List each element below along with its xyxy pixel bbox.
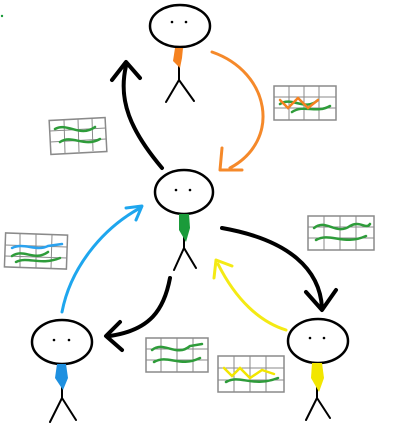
arrow-center-to-left [108, 276, 172, 338]
chart-middle-left-grid [4, 234, 68, 270]
chart-bottom-center-line [150, 342, 204, 364]
chart-middle-left-line-blue [10, 242, 64, 250]
figure-top-eye-left [170, 20, 174, 24]
chart-upper-right-line-orange [278, 96, 320, 110]
figure-top-head [148, 3, 212, 49]
chart-middle-right [307, 215, 375, 251]
chart-middle-left-line-green [10, 250, 62, 264]
figure-left-eye-right [67, 338, 71, 342]
figure-center [153, 168, 215, 271]
arrowhead-top-to-center [218, 146, 244, 172]
figure-left-tie [55, 364, 68, 390]
arrowhead-left-to-center [124, 204, 144, 222]
arrowhead-center-to-top [110, 60, 142, 82]
figure-right [286, 317, 350, 421]
figure-right-tie [311, 363, 324, 392]
arrowhead-right-to-center [212, 258, 234, 280]
arrowhead-center-to-right [304, 288, 338, 312]
chart-upper-right [273, 85, 337, 121]
chart-bottom-right [217, 355, 285, 393]
figure-right-eye-left [308, 336, 312, 340]
figure-center-eye-right [188, 188, 192, 192]
arrow-top-to-center [210, 50, 265, 170]
chart-upper-left [48, 116, 108, 156]
figure-top [148, 3, 212, 103]
chart-bottom-right-line-green [224, 376, 280, 384]
corner-dot [0, 14, 4, 18]
chart-bottom-right-line-yellow [222, 366, 276, 380]
figure-center-tie [179, 214, 190, 242]
figure-left-eye-left [52, 338, 56, 342]
figure-center-eye-left [174, 188, 178, 192]
chart-middle-left [3, 232, 69, 270]
arrows [60, 50, 338, 352]
arrow-left-to-center [60, 206, 142, 314]
figure-top-eye-right [184, 20, 188, 24]
arrowhead-center-to-left [104, 320, 124, 352]
chart-upper-left-line [53, 125, 102, 144]
figure-right-head [286, 317, 350, 365]
figure-left [30, 318, 94, 423]
arrow-right-to-center [216, 262, 288, 332]
chart-bottom-center [145, 337, 209, 373]
chart-middle-right-line [312, 222, 372, 242]
figure-top-tie [173, 48, 183, 68]
arrow-center-to-top [121, 64, 164, 170]
figure-left-head [30, 318, 94, 366]
figure-right-eye-right [322, 336, 326, 340]
arrow-center-to-right [220, 226, 324, 310]
figure-center-head [153, 168, 215, 216]
